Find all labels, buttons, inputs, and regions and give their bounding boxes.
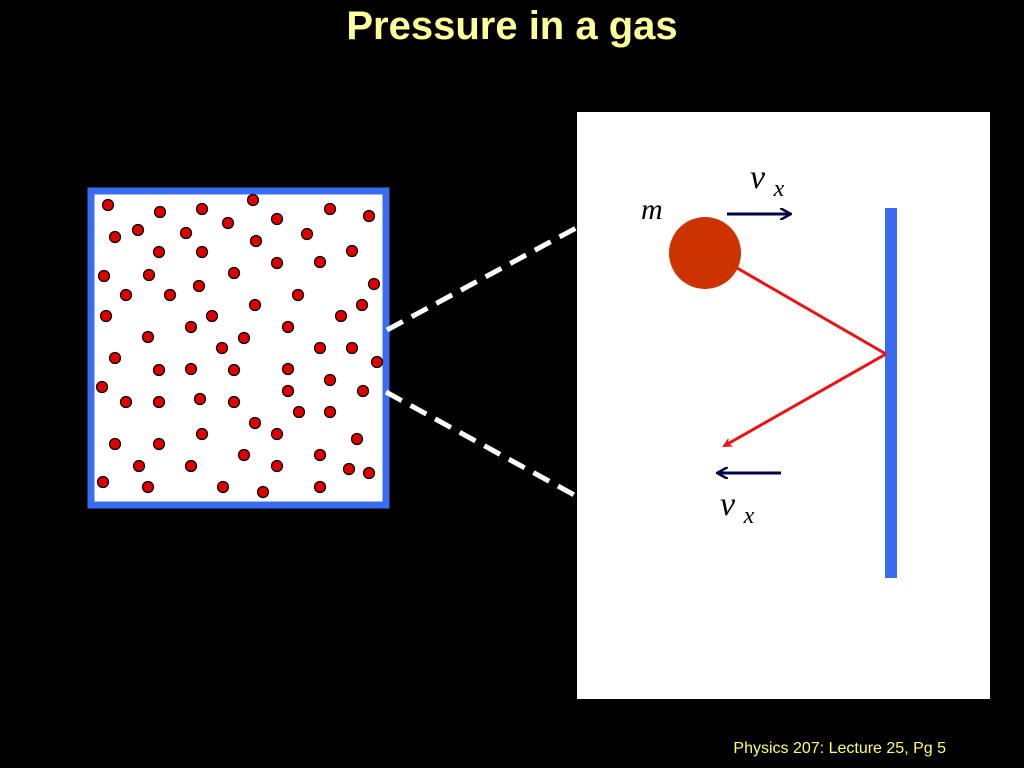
gas-molecule-dot — [97, 269, 111, 283]
gas-molecule-dot — [256, 485, 270, 499]
gas-molecule-dot — [152, 363, 166, 377]
gas-molecule-dot — [249, 234, 263, 248]
gas-molecule-dot — [131, 223, 145, 237]
gas-molecule-dot — [152, 395, 166, 409]
mass-label: m — [641, 193, 663, 226]
gas-molecule-dot — [119, 288, 133, 302]
gas-molecule-dot — [184, 459, 198, 473]
gas-molecule-dot — [152, 437, 166, 451]
gas-molecule-dot — [227, 266, 241, 280]
gas-molecule-dot — [227, 395, 241, 409]
velocity-symbol-top: v — [750, 159, 766, 196]
zoom-line-top — [385, 224, 580, 333]
gas-molecule-dot — [221, 216, 235, 230]
gas-molecule-dot — [362, 466, 376, 480]
gas-molecule-dot — [313, 255, 327, 269]
gas-molecule-dot — [323, 202, 337, 216]
gas-molecule-dot — [227, 363, 241, 377]
slide-title: Pressure in a gas — [346, 4, 678, 48]
gas-molecule-dot — [193, 392, 207, 406]
slide-footer: Physics 207: Lecture 25, Pg 5 — [733, 740, 946, 757]
zoom-line-bottom — [384, 389, 580, 500]
velocity-subscript-bottom: x — [743, 503, 755, 529]
gas-molecule-dot — [270, 427, 284, 441]
gas-molecule-dot — [141, 480, 155, 494]
gas-molecule-dot — [313, 341, 327, 355]
wall-bar — [885, 208, 897, 578]
gas-molecule-dot — [356, 384, 370, 398]
gas-molecule-dot — [367, 277, 381, 291]
gas-molecule-dot — [195, 427, 209, 441]
gas-molecule-dot — [108, 230, 122, 244]
gas-molecule-dot — [119, 395, 133, 409]
gas-molecule-dot — [248, 416, 262, 430]
gas-molecule-dot — [195, 202, 209, 216]
gas-molecule-dot — [96, 475, 110, 489]
gas-molecule-dot — [345, 244, 359, 258]
velocity-symbol-bottom: v — [720, 486, 736, 523]
gas-molecule-dot — [291, 288, 305, 302]
gas-molecule-dot — [323, 373, 337, 387]
gas-molecule-dot — [132, 459, 146, 473]
incoming-trajectory — [736, 266, 887, 356]
molecule-ball — [669, 217, 741, 289]
velocity-label-top: v x — [750, 159, 785, 202]
gas-molecule-dot — [192, 279, 206, 293]
gas-molecule-dot — [95, 380, 109, 394]
gas-molecule-dot — [99, 309, 113, 323]
gas-molecule-dot — [355, 298, 369, 312]
gas-molecule-dot — [281, 362, 295, 376]
gas-molecules — [95, 193, 384, 499]
gas-molecule-dot — [334, 309, 348, 323]
gas-molecule-dot — [152, 245, 166, 259]
gas-molecule-dot — [163, 288, 177, 302]
velocity-subscript-top: x — [773, 176, 785, 202]
velocity-label-bottom: v x — [720, 486, 755, 529]
gas-molecule-dot — [281, 384, 295, 398]
gas-molecule-dot — [101, 198, 115, 212]
gas-molecule-dot — [237, 331, 251, 345]
gas-molecule-dot — [270, 256, 284, 270]
gas-molecule-dot — [184, 320, 198, 334]
gas-container — [87, 187, 390, 509]
gas-molecule-dot — [313, 448, 327, 462]
gas-molecule-dot — [248, 298, 262, 312]
gas-molecule-dot — [345, 341, 359, 355]
gas-molecule-dot — [270, 212, 284, 226]
gas-molecule-dot — [184, 362, 198, 376]
gas-molecule-dot — [195, 245, 209, 259]
gas-molecule-dot — [237, 448, 251, 462]
gas-molecule-dot — [292, 405, 306, 419]
gas-molecule-dot — [108, 437, 122, 451]
gas-molecule-dot — [179, 226, 193, 240]
gas-molecule-dot — [313, 480, 327, 494]
gas-molecule-dot — [216, 480, 230, 494]
gas-molecule-dot — [342, 462, 356, 476]
gas-molecule-dot — [370, 355, 384, 369]
gas-molecule-dot — [350, 432, 364, 446]
gas-molecule-dot — [205, 309, 219, 323]
gas-molecule-dot — [215, 341, 229, 355]
gas-molecule-dot — [153, 205, 167, 219]
gas-molecule-dot — [323, 405, 337, 419]
gas-molecule-dot — [141, 330, 155, 344]
gas-molecule-dot — [108, 351, 122, 365]
gas-molecule-dot — [362, 209, 376, 223]
reflected-trajectory — [722, 352, 887, 448]
gas-molecule-dot — [300, 227, 314, 241]
gas-molecule-dot — [281, 320, 295, 334]
gas-molecule-dot — [270, 459, 284, 473]
gas-molecule-dot — [246, 193, 260, 207]
gas-molecule-dot — [142, 268, 156, 282]
